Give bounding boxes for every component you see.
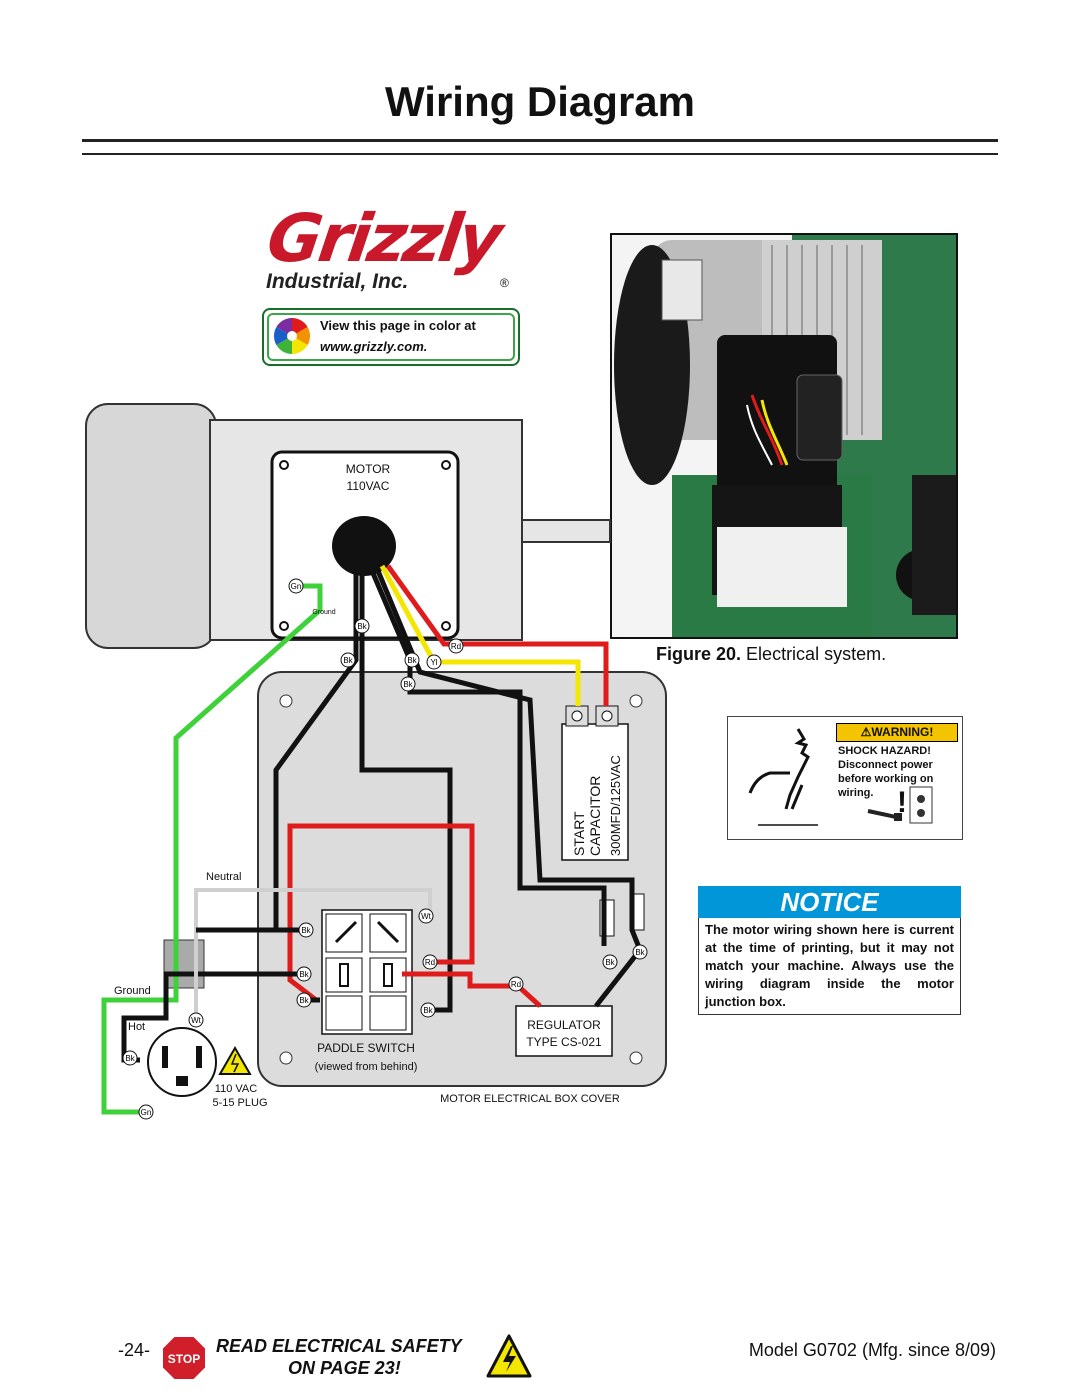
- tag-bk-3: Bk: [404, 652, 420, 668]
- wire-red-switch: [287, 823, 475, 1002]
- ground-label: Ground: [114, 985, 151, 997]
- svg-text:Bk: Bk: [343, 656, 353, 665]
- electrical-hazard-icon: [486, 1334, 532, 1378]
- tag-yl: Yl: [426, 654, 442, 670]
- motor-voltage: 110VAC: [347, 479, 390, 493]
- tag-rd-2: Rd: [422, 954, 438, 970]
- plug-label-1: 110 VAC: [215, 1083, 257, 1095]
- wire-red-regulator: [402, 971, 542, 1008]
- safety-notice-line2: ON PAGE 23!: [288, 1358, 401, 1378]
- stop-sign-icon: STOP: [161, 1335, 207, 1381]
- switch-label-1: PADDLE SWITCH: [317, 1041, 415, 1055]
- regulator-label-2: TYPE CS-021: [526, 1035, 602, 1049]
- motor-shaft: [521, 519, 611, 543]
- svg-text:Bk: Bk: [605, 958, 615, 967]
- svg-text:Rd: Rd: [511, 980, 521, 989]
- motor-housing: [85, 403, 217, 649]
- svg-text:Wt: Wt: [191, 1016, 202, 1025]
- wire-ground-green: [101, 583, 323, 1115]
- svg-text:Bk: Bk: [125, 1054, 135, 1063]
- capacitor-label-2: CAPACITOR: [587, 776, 603, 856]
- svg-text:Bk: Bk: [407, 656, 417, 665]
- capacitor-label-1: START: [571, 811, 587, 856]
- page-title: Wiring Diagram: [385, 78, 695, 125]
- tag-bk-4: Bk: [400, 676, 416, 692]
- model-info: Model G0702 (Mfg. since 8/09): [748, 1340, 996, 1360]
- warning-triangle-icon: ⚠: [860, 725, 872, 739]
- plug-label-2: 5-15 PLUG: [212, 1097, 267, 1109]
- shock-hazard-icon: [218, 1045, 252, 1075]
- plug-face: [147, 1027, 217, 1097]
- warning-exclaim: !: [897, 786, 907, 819]
- title-rule-thin: [82, 153, 998, 155]
- wire-red-motor: [385, 564, 609, 706]
- svg-text:Yl: Yl: [430, 658, 437, 667]
- figure-caption: Figure 20. Electrical system.: [656, 644, 886, 665]
- warning-header: ⚠WARNING!: [836, 723, 958, 742]
- color-note-line1: View this page in color at: [320, 318, 476, 333]
- svg-text:Rd: Rd: [425, 958, 435, 967]
- tag-gn-plug: Gn: [138, 1104, 154, 1120]
- tag-bk-10: Bk: [632, 944, 648, 960]
- color-note-url[interactable]: www.grizzly.com.: [320, 339, 428, 354]
- neutral-label: Neutral: [206, 871, 241, 883]
- tag-bk-5: Bk: [298, 922, 314, 938]
- tag-wt-1: Wt: [418, 908, 434, 924]
- tag-bk-7: Bk: [296, 992, 312, 1008]
- logo-subtitle: Industrial, Inc.: [266, 270, 409, 293]
- tag-gn-motor: Gn: [288, 578, 304, 594]
- svg-text:Wt: Wt: [421, 912, 432, 921]
- svg-text:Rd: Rd: [451, 642, 461, 651]
- tag-bk-6: Bk: [296, 966, 312, 982]
- tag-rd-1: Rd: [448, 638, 464, 654]
- notice-header: NOTICE: [698, 886, 961, 918]
- tag-bk-1: Bk: [354, 618, 370, 634]
- svg-text:Bk: Bk: [357, 622, 367, 631]
- warning-text: SHOCK HAZARD! Disconnect power before wo…: [838, 745, 934, 799]
- regulator: [515, 1005, 613, 1057]
- notice-body: The motor wiring shown here is current a…: [698, 918, 961, 1015]
- tag-bk-9: Bk: [602, 954, 618, 970]
- svg-text:Bk: Bk: [403, 680, 413, 689]
- registered-mark: ®: [500, 276, 509, 290]
- svg-text:Bk: Bk: [299, 996, 309, 1005]
- capacitor-label-3: 300MFD/125VAC: [608, 755, 623, 856]
- start-capacitor: [561, 723, 629, 861]
- tag-wt-2: Wt: [188, 1012, 204, 1028]
- motor-wire-grommet: [332, 516, 396, 576]
- tag-bk-11: Bk: [122, 1050, 138, 1066]
- figure-number: Figure 20.: [656, 644, 742, 664]
- page-number: -24-: [118, 1340, 151, 1360]
- tag-rd-3: Rd: [508, 976, 524, 992]
- svg-text:Gn: Gn: [291, 582, 302, 591]
- wire-black-2: [359, 566, 453, 1013]
- wire-yellow-motor: [379, 564, 581, 706]
- motor-photo: [610, 233, 958, 639]
- svg-text:STOP: STOP: [168, 1352, 200, 1366]
- regulator-label-1: REGULATOR: [527, 1018, 601, 1032]
- title-rule-thick: [82, 139, 998, 142]
- safety-notice-line1: READ ELECTRICAL SAFETY: [216, 1336, 462, 1356]
- hot-label: Hot: [128, 1021, 145, 1033]
- box-cover-label: MOTOR ELECTRICAL BOX COVER: [440, 1093, 620, 1105]
- motor-label: MOTOR: [346, 462, 391, 476]
- svg-text:Bk: Bk: [423, 1006, 433, 1015]
- wire-neutral: [194, 888, 432, 1020]
- svg-text:Gn: Gn: [141, 1108, 152, 1117]
- color-wheel-icon: [273, 318, 311, 354]
- svg-text:Bk: Bk: [299, 970, 309, 979]
- svg-text:Bk: Bk: [301, 926, 311, 935]
- tag-bk-2: Bk: [340, 652, 356, 668]
- wiring-diagram: Gn Bk Bk Bk Yl Rd Bk Wt Bk Rd Bk Rd Bk B…: [85, 403, 667, 1120]
- svg-text:Bk: Bk: [635, 948, 645, 957]
- tag-bk-8: Bk: [420, 1002, 436, 1018]
- motor-ground-label: Ground: [312, 609, 335, 616]
- switch-label-2: (viewed from behind): [315, 1061, 418, 1073]
- figure-caption-text: Electrical system.: [746, 644, 887, 664]
